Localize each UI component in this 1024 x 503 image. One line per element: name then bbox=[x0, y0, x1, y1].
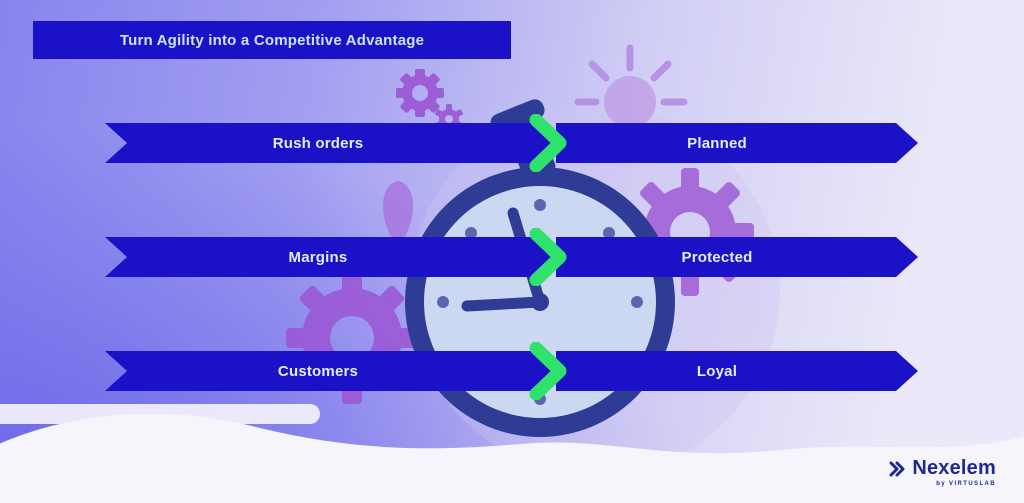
nexelem-logo-text: Nexelem bbox=[912, 457, 996, 479]
chevron-right-icon bbox=[529, 114, 567, 172]
clock-hour-hand bbox=[461, 296, 546, 312]
teardrop-blob bbox=[382, 181, 414, 248]
after-label: Planned bbox=[687, 134, 747, 152]
nexelem-logo-icon bbox=[889, 461, 905, 476]
chevron-right-icon bbox=[529, 228, 567, 286]
gear-icon bbox=[396, 69, 444, 117]
sun-icon bbox=[574, 44, 688, 128]
title-banner: Turn Agility into a Competitive Advantag… bbox=[33, 21, 511, 59]
before-banner: Customers bbox=[105, 351, 557, 391]
after-banner: Loyal bbox=[556, 351, 918, 391]
title-text: Turn Agility into a Competitive Advantag… bbox=[119, 31, 425, 49]
before-banner: Rush orders bbox=[105, 123, 557, 163]
before-label: Customers bbox=[277, 362, 359, 380]
after-label: Protected bbox=[681, 248, 753, 266]
before-label: Rush orders bbox=[272, 134, 364, 152]
nexelem-logo: Nexelem by VIRTUSLAB bbox=[888, 457, 996, 487]
before-label: Margins bbox=[288, 248, 348, 266]
comparison-row: Customers Loyal bbox=[0, 342, 1024, 400]
comparison-row: Rush orders Planned bbox=[0, 114, 1024, 172]
before-banner: Margins bbox=[105, 237, 557, 277]
after-label: Loyal bbox=[696, 362, 738, 380]
after-banner: Protected bbox=[556, 237, 918, 277]
after-banner: Planned bbox=[556, 123, 918, 163]
wave-shape bbox=[0, 404, 1024, 503]
nexelem-byline: by VIRTUSLAB bbox=[936, 481, 996, 487]
chevron-right-icon bbox=[529, 342, 567, 400]
comparison-row: Margins Protected bbox=[0, 228, 1024, 286]
